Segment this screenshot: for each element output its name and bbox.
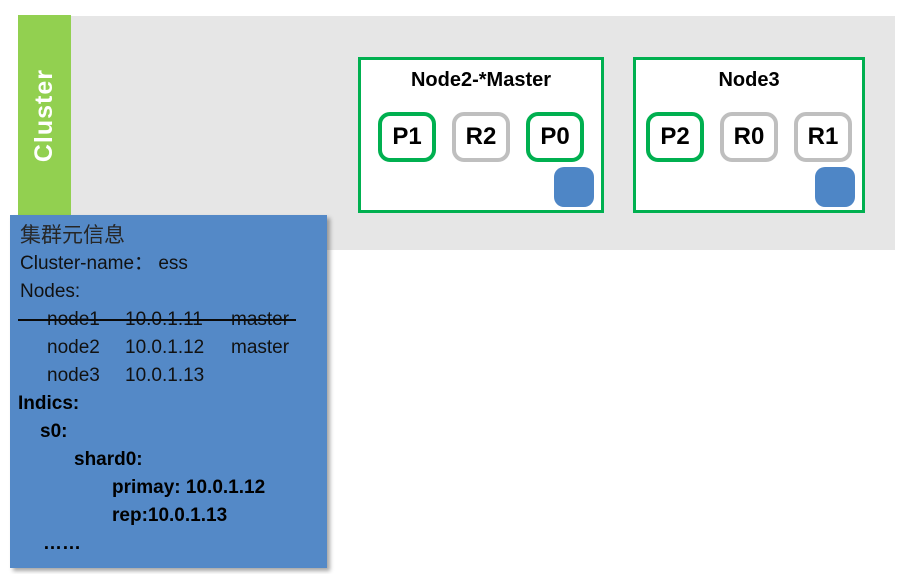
node3-ip: 10.0.1.13 — [125, 365, 205, 386]
node2-accent-square — [554, 167, 594, 207]
index-shard0-line: shard0: — [74, 449, 143, 470]
node3-row: node3 10.0.1.13 — [10, 362, 327, 390]
cluster-name-line: Cluster-name： ess — [20, 253, 188, 274]
index-primary-line: primay: 10.0.1.12 — [112, 477, 266, 498]
shard-chip-p0: P0 — [526, 112, 584, 162]
node3-box: Node3 P2 R0 R1 — [633, 57, 865, 213]
node2-ip: 10.0.1.12 — [125, 337, 205, 358]
node3-shard-row: P2 R0 R1 — [636, 112, 862, 162]
index-replica-line: rep:10.0.1.13 — [112, 505, 228, 526]
cluster-label: Cluster — [30, 69, 58, 163]
shard-chip-r2: R2 — [452, 112, 510, 162]
node2-name: node2 — [47, 337, 100, 358]
node1-strikethrough-line — [18, 319, 296, 321]
node2-row: node2 10.0.1.12 master — [10, 334, 327, 362]
shard-chip-r0: R0 — [720, 112, 778, 162]
node3-accent-square — [815, 167, 855, 207]
index-ellipsis-line: …… — [43, 533, 81, 554]
shard-chip-p2: P2 — [646, 112, 704, 162]
meta-title: 集群元信息 — [20, 224, 125, 247]
node2-role: master — [231, 337, 290, 358]
shard-chip-p1: P1 — [378, 112, 436, 162]
cluster-label-bar: Cluster — [18, 15, 71, 217]
cluster-metadata-box: 集群元信息 Cluster-name： ess Nodes: node1 10.… — [10, 215, 327, 568]
node3-name: node3 — [47, 365, 100, 386]
node2-box: Node2-*Master P1 R2 P0 — [358, 57, 604, 213]
index-s0-line: s0: — [40, 421, 68, 442]
node1-row: node1 10.0.1.11 master — [10, 306, 327, 334]
node3-title: Node3 — [718, 69, 780, 91]
indices-heading: Indics: — [18, 393, 80, 414]
nodes-heading: Nodes: — [20, 281, 81, 302]
node2-title: Node2-*Master — [410, 69, 552, 91]
shard-chip-r1: R1 — [794, 112, 852, 162]
node2-shard-row: P1 R2 P0 — [361, 112, 601, 162]
